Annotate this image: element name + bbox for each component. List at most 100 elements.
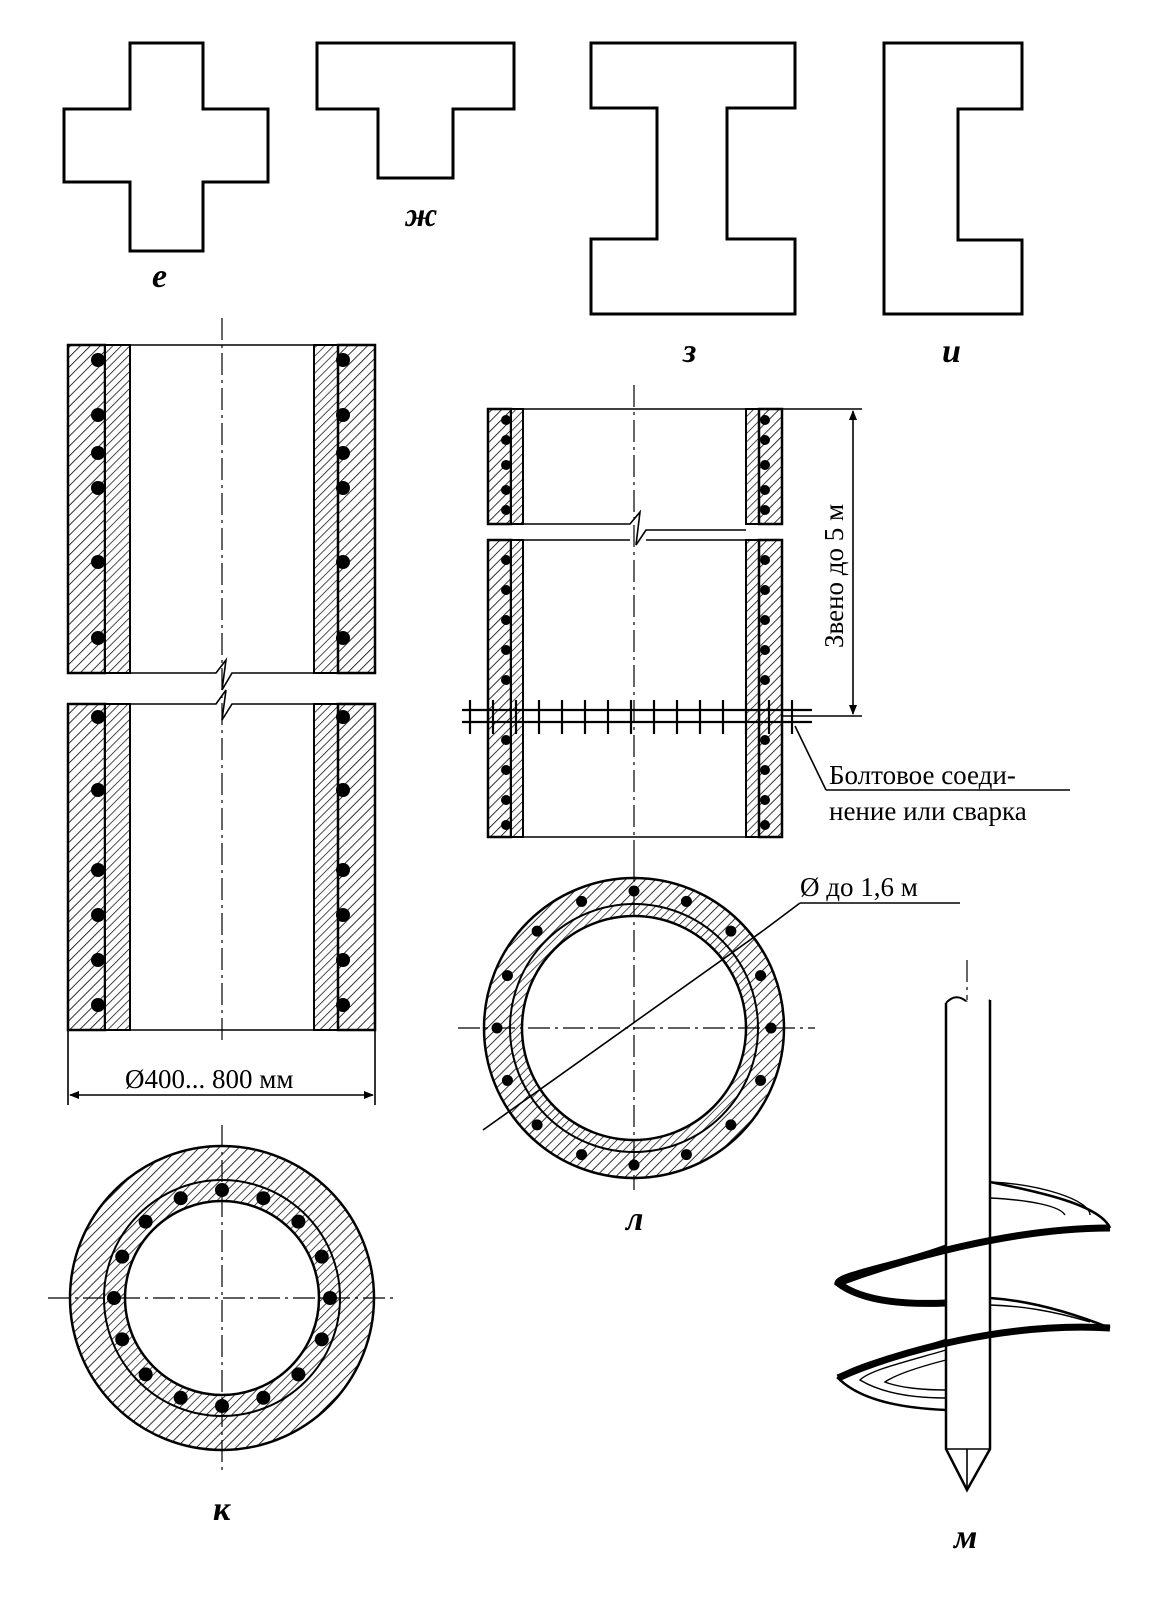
shell-pile-plan (458, 860, 960, 1190)
label-e: е (152, 258, 167, 295)
rebar-dot (765, 1022, 777, 1034)
rebar-dot (760, 735, 770, 745)
joint-callout-line2: нение или сварка (829, 796, 1027, 826)
rebar-dot (501, 1074, 513, 1086)
rebar-dot (336, 783, 350, 797)
label-z: з (682, 333, 696, 370)
rebar-dot (501, 460, 511, 470)
rebar-dot (760, 795, 770, 805)
label-i: и (942, 333, 961, 370)
rebar-dot (336, 353, 350, 367)
rebar-dot (628, 1159, 640, 1171)
rebar-dot (291, 1367, 306, 1382)
rebar-dot (91, 863, 105, 877)
screw-pile (834, 960, 1112, 1493)
rebar-dot (725, 1119, 737, 1131)
rebar-dot (91, 555, 105, 569)
rebar-dot (760, 820, 770, 830)
rebar-dot (501, 970, 513, 982)
rebar-dot (760, 645, 770, 655)
rebar-dot (91, 998, 105, 1012)
rebar-dot (501, 675, 511, 685)
rebar-dot (91, 353, 105, 367)
rebar-dot (256, 1390, 271, 1405)
rebar-dot (501, 795, 511, 805)
rebar-dot (680, 895, 692, 907)
rebar-dot (336, 631, 350, 645)
rebar-dot (314, 1332, 329, 1347)
channel-section-shape (882, 41, 1024, 316)
rebar-dot (115, 1249, 130, 1264)
rebar-dot (91, 908, 105, 922)
rebar-dot (760, 505, 770, 515)
rebar-dot (501, 555, 511, 565)
rebar-dot (755, 970, 767, 982)
rebar-dot (107, 1291, 121, 1305)
shell-pile-elevation (462, 385, 812, 860)
rebar-dot (323, 1291, 337, 1305)
rebar-dot (291, 1214, 306, 1229)
rebar-dot (91, 783, 105, 797)
rebar-dot (491, 1022, 503, 1034)
cross-section-shape (62, 41, 270, 253)
label-l: л (624, 1201, 643, 1238)
rebar-dot (256, 1191, 271, 1206)
rebar-dot (91, 446, 105, 460)
rebar-dot (501, 435, 511, 445)
rebar-dot (91, 710, 105, 724)
rebar-dot (173, 1390, 188, 1405)
i-beam-section-shape (589, 41, 797, 316)
rebar-dot (91, 481, 105, 495)
rebar-dot (138, 1214, 153, 1229)
rebar-dot (336, 953, 350, 967)
hollow-pile-elevation (66, 318, 377, 1042)
rebar-dot (501, 585, 511, 595)
shell-diameter-dimension: Ø до 1,6 м (800, 872, 918, 902)
rebar-dot (138, 1367, 153, 1382)
rebar-dot (760, 675, 770, 685)
rebar-dot (760, 415, 770, 425)
rebar-dot (91, 408, 105, 422)
rebar-dot (501, 820, 511, 830)
rebar-dot (336, 863, 350, 877)
rebar-dot (215, 1183, 229, 1197)
label-zh: ж (404, 197, 437, 234)
rebar-dot (501, 735, 511, 745)
rebar-dot (760, 460, 770, 470)
rebar-dot (628, 885, 640, 897)
pile-diameter-dimension: Ø400... 800 мм (125, 1064, 293, 1094)
rebar-dot (501, 505, 511, 515)
rebar-dot (680, 1149, 692, 1161)
rebar-dot (760, 435, 770, 445)
rebar-dot (760, 555, 770, 565)
rebar-dot (336, 908, 350, 922)
rebar-dot (755, 1074, 767, 1086)
t-section-shape (315, 41, 516, 180)
rebar-dot (531, 1119, 543, 1131)
hollow-pile-plan (48, 1125, 398, 1470)
rebar-dot (314, 1249, 329, 1264)
label-m: м (952, 1519, 977, 1556)
rebar-dot (173, 1191, 188, 1206)
rebar-dot (115, 1332, 130, 1347)
rebar-dot (501, 765, 511, 775)
rebar-dot (760, 765, 770, 775)
joint-callout-line1: Болтовое соеди- (829, 760, 1016, 790)
rebar-dot (91, 953, 105, 967)
rebar-dot (725, 925, 737, 937)
rebar-dot (336, 408, 350, 422)
rebar-dot (576, 1149, 588, 1161)
rebar-dot (760, 585, 770, 595)
rebar-dot (336, 555, 350, 569)
rebar-dot (760, 615, 770, 625)
rebar-dot (215, 1399, 229, 1413)
rebar-dot (531, 925, 543, 937)
rebar-dot (336, 710, 350, 724)
label-k: к (213, 1491, 231, 1528)
rebar-dot (336, 998, 350, 1012)
rebar-dot (91, 631, 105, 645)
rebar-dot (576, 895, 588, 907)
rebar-dot (501, 645, 511, 655)
rebar-dot (336, 481, 350, 495)
